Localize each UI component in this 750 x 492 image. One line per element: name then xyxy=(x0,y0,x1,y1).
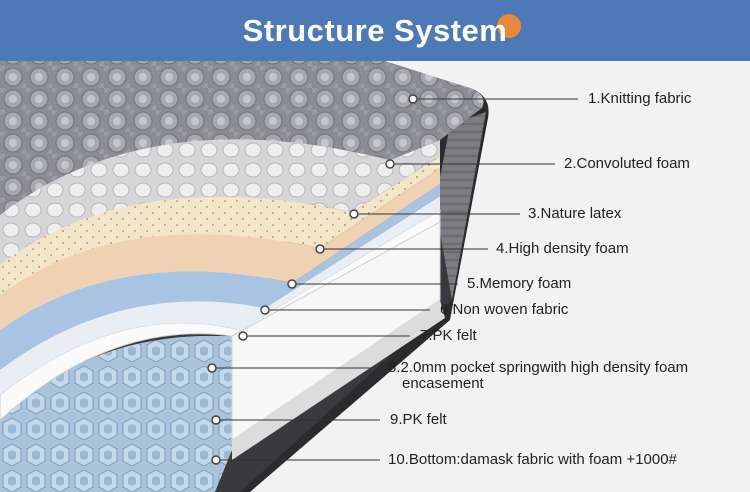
layer-label-4: 4.High density foam xyxy=(496,240,629,257)
dot-9 xyxy=(211,415,221,425)
layer-label-7: 7.PK felt xyxy=(420,327,477,344)
layer-convoluted-foam xyxy=(0,139,440,265)
leader-dots xyxy=(207,94,418,465)
layer-label-10: 10.Bottom:damask fabric with foam +1000# xyxy=(388,451,677,468)
layer-label-8: 8.2.0mm pocket springwith high density f… xyxy=(388,359,689,376)
leader-lines xyxy=(212,98,578,461)
layer-label-9: 9.PK felt xyxy=(390,411,447,428)
page-title: Structure System xyxy=(242,13,508,48)
dot-7 xyxy=(238,331,248,341)
dot-1 xyxy=(408,94,418,104)
layer-label-5: 5.Memory foam xyxy=(467,275,572,292)
layer-label-8-line2: encasement xyxy=(402,375,484,392)
layer-memory-foam xyxy=(0,184,440,370)
layer-knitting-fabric xyxy=(0,61,484,215)
dot-4 xyxy=(315,244,325,254)
dot-6 xyxy=(260,305,270,315)
title-accent-dot xyxy=(497,14,521,38)
layer-label-2: 2.Convoluted foam xyxy=(564,155,690,172)
dot-5 xyxy=(287,279,297,289)
dot-8 xyxy=(207,363,217,373)
layer-nature-latex xyxy=(0,156,440,295)
mattress-side-panel xyxy=(430,112,486,300)
dot-2 xyxy=(385,159,395,169)
layer-high-density-foam xyxy=(0,168,440,330)
header-banner xyxy=(0,0,750,61)
layer-label-3: 3.Nature latex xyxy=(528,205,622,222)
dot-3 xyxy=(349,209,359,219)
layer-label-1: 1.Knitting fabric xyxy=(588,90,692,107)
dot-10 xyxy=(211,455,221,465)
layer-label-6: 6.Non woven fabric xyxy=(440,301,569,318)
mattress-cross-section-illustration xyxy=(0,61,578,492)
